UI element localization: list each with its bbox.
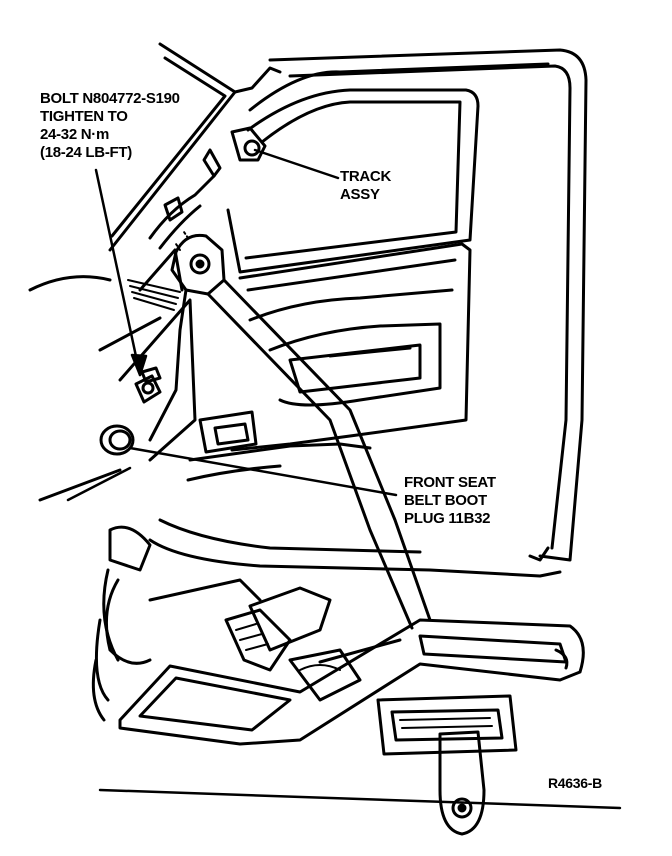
boot-plug [99, 424, 135, 456]
buckle-assembly [224, 586, 362, 702]
door-window [226, 88, 480, 274]
anchor-bolt [134, 366, 162, 404]
door-frame [248, 48, 588, 562]
track-callout-line-1: TRACK [340, 168, 391, 185]
figure-code: R4636-B [548, 775, 602, 791]
bolt-callout-line-4: (18-24 LB-FT) [40, 144, 132, 161]
track-callout: TRACK ASSY [340, 168, 391, 204]
shoulder-belt-guide [170, 231, 226, 296]
vent-grille [127, 279, 181, 311]
bolt-callout: BOLT N804772-S190 TIGHTEN TO 24-32 N·m (… [40, 90, 180, 162]
pillar-trim [118, 248, 562, 578]
bolt-callout-line-1: BOLT N804772-S190 [40, 90, 180, 107]
track-assembly [148, 126, 267, 250]
bolt-callout-line-2: TIGHTEN TO [40, 108, 128, 125]
seat-cushion [91, 525, 262, 722]
track-callout-line-2: ASSY [340, 186, 380, 203]
retractor-housing [118, 618, 585, 746]
bolt-callout-line-3: 24-32 N·m [40, 126, 109, 143]
boot-callout-line-1: FRONT SEAT [404, 474, 496, 491]
boot-callout: FRONT SEAT BELT BOOT PLUG 11B32 [404, 474, 496, 528]
belt-webbing [148, 278, 432, 630]
door-panel [186, 242, 472, 482]
boot-callout-line-2: BELT BOOT [404, 492, 487, 509]
windshield-frame [108, 42, 282, 252]
floor-line [98, 788, 622, 810]
boot-callout-line-3: PLUG 11B32 [404, 510, 491, 527]
floor-anchor [376, 694, 518, 836]
leader-lines [66, 148, 398, 502]
